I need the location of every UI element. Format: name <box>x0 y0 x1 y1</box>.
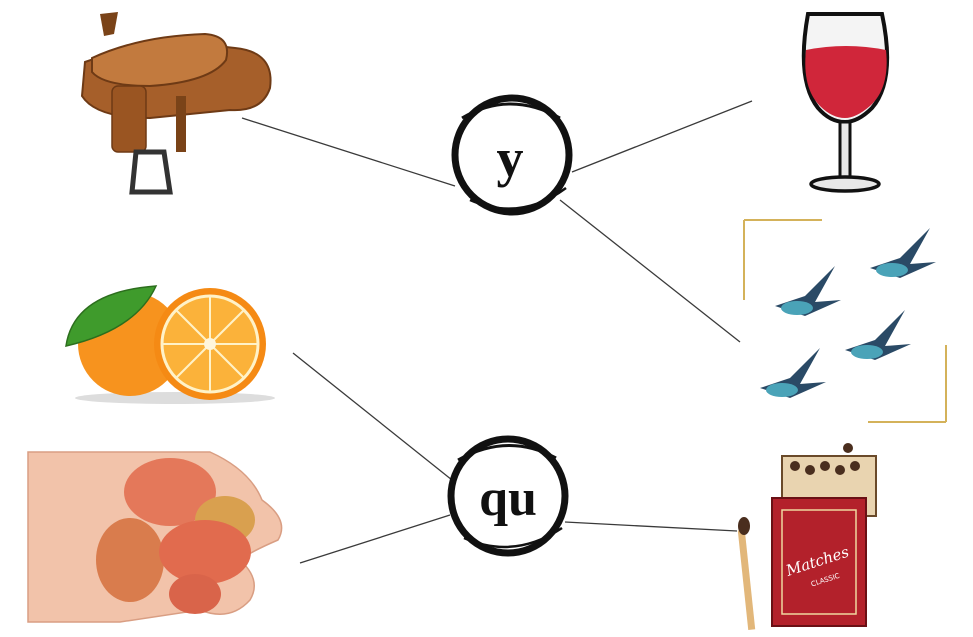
swallow-bird-4 <box>760 348 826 398</box>
node-qu[interactable]: qu <box>447 435 569 557</box>
node-y[interactable]: y <box>451 94 573 216</box>
loose-match-head <box>738 517 750 535</box>
matchbox-sleeve-inner <box>781 509 857 615</box>
mango-1 <box>124 458 216 526</box>
mango-3 <box>96 518 164 602</box>
orange-core <box>204 338 216 350</box>
matchbox-picture[interactable]: Matches CLASSIC <box>737 443 877 631</box>
line-qu-to-matches <box>564 521 738 532</box>
wine-glass-base <box>809 175 881 193</box>
saddle-seat <box>91 32 228 88</box>
node-y-brush-lower <box>469 186 567 210</box>
saddle-strap <box>176 96 186 152</box>
saddle-stirrup <box>129 149 173 195</box>
connector-lines <box>241 100 753 564</box>
wine-glass-picture[interactable] <box>801 12 890 193</box>
mango-4 <box>159 520 251 584</box>
node-y-ring <box>451 94 573 216</box>
swallow-bird-2 <box>775 266 841 316</box>
saddle-picture[interactable] <box>80 12 272 195</box>
wine-glass-stem <box>838 120 852 180</box>
saddle-fender <box>111 85 147 153</box>
node-y-brush <box>461 102 561 120</box>
loose-match-stick <box>737 529 756 631</box>
saddle-horn <box>100 12 118 36</box>
match-sticks-in-box <box>790 443 860 475</box>
line-saddle-to-y <box>241 117 456 187</box>
swallows-frame-top <box>743 219 822 300</box>
line-y-to-wine <box>571 100 753 173</box>
mangoes-in-hand-picture[interactable] <box>27 451 283 623</box>
orange-leaf <box>65 285 158 347</box>
mango-5 <box>169 574 221 614</box>
line-mangoes-to-qu <box>299 514 451 564</box>
line-orange-to-qu <box>292 352 453 481</box>
orange-shadow <box>75 392 275 404</box>
swallows-picture[interactable] <box>743 219 947 423</box>
swallows-frame-bottom <box>868 345 947 423</box>
node-qu-brush <box>457 444 557 462</box>
matchbox-sleeve <box>771 497 867 627</box>
node-qu-brush-lower <box>463 526 563 549</box>
orange-picture[interactable] <box>65 285 275 404</box>
node-qu-label: qu <box>479 470 537 527</box>
line-y-to-swallows <box>559 199 741 343</box>
node-qu-ring <box>447 435 569 557</box>
swallow-bird-1 <box>870 228 936 278</box>
swallow-bird-3 <box>845 310 911 360</box>
node-y-label: y <box>497 128 524 188</box>
wine-liquid <box>805 46 887 118</box>
